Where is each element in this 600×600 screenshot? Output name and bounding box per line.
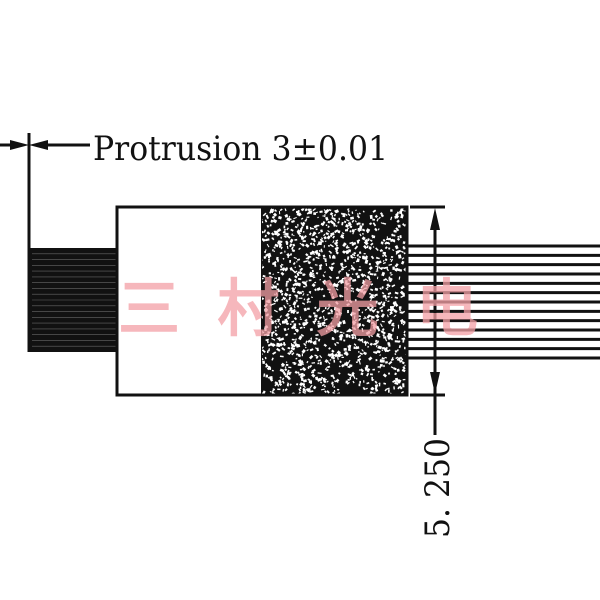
height-dimension-label: 5. 250: [418, 438, 458, 538]
left-wire-bundle: [30, 248, 117, 352]
watermark: 三 村 光 电: [118, 272, 478, 345]
hatch-texture: [262, 208, 406, 394]
height-dimension: [410, 205, 445, 435]
protrusion-label: Protrusion 3±0.01: [93, 129, 388, 169]
right-ribbon-wires: [407, 244, 600, 360]
grip-hatched-region: [261, 207, 407, 395]
protrusion-dimension: [0, 133, 90, 352]
